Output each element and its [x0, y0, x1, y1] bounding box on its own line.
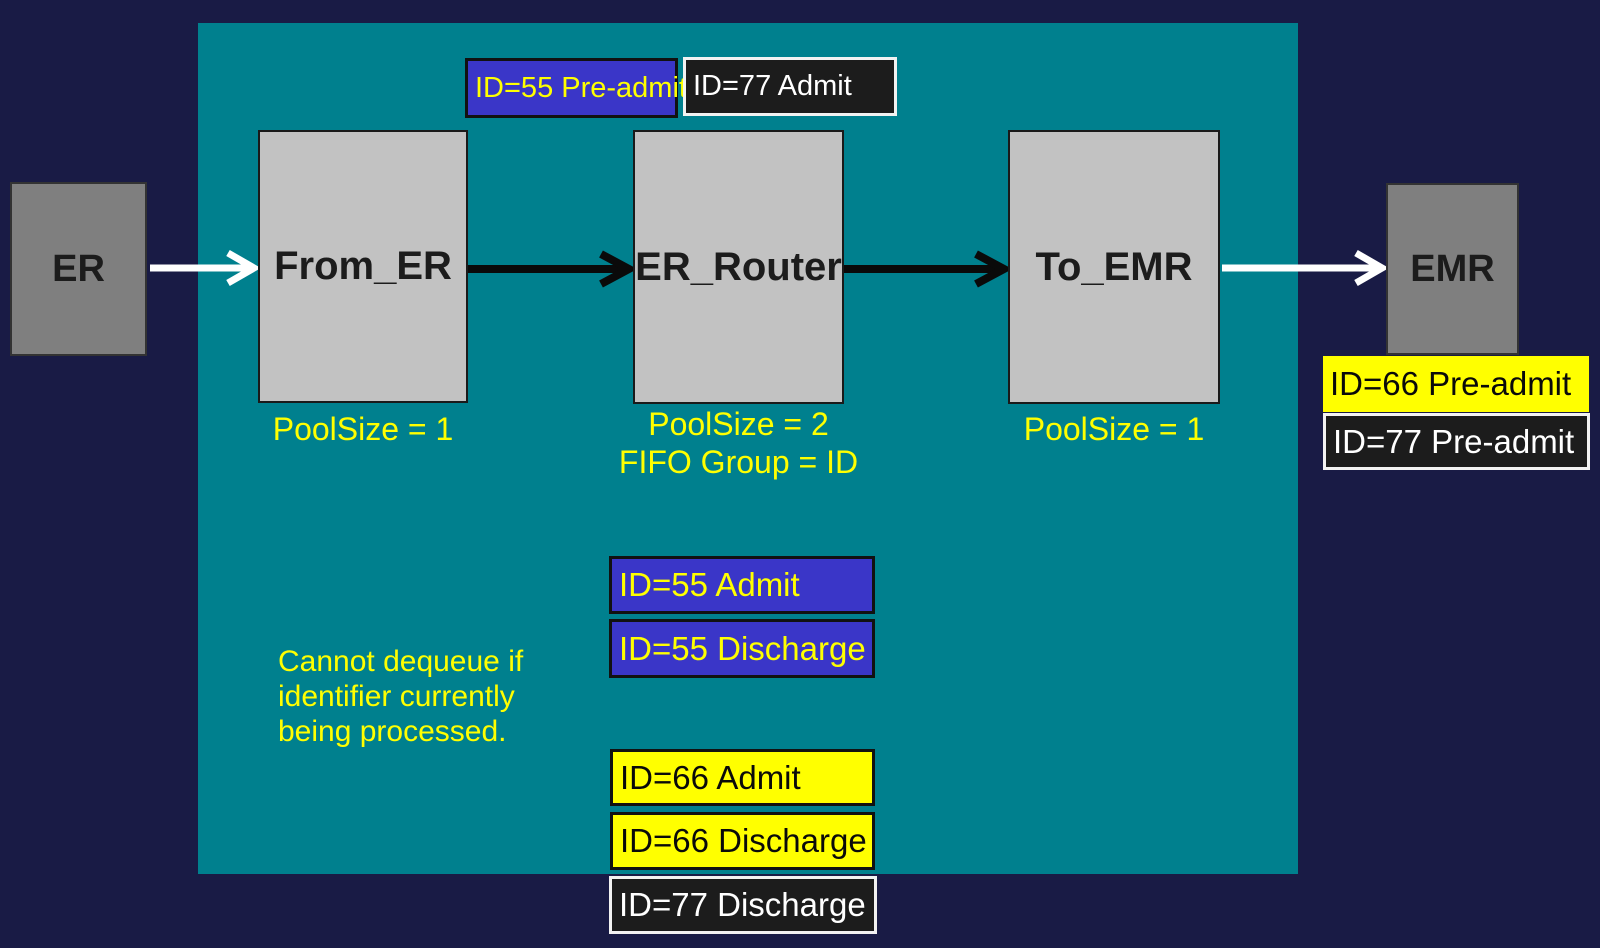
message-id66-preadmit: ID=66 Pre-admit	[1323, 356, 1589, 412]
message-id66-discharge: ID=66 Discharge	[610, 812, 875, 870]
message-id77-preadmit: ID=77 Pre-admit	[1323, 413, 1590, 470]
message-id77-admit: ID=77 Admit	[683, 57, 897, 116]
poolsize-fifo-label-er-router: PoolSize = 2 FIFO Group = ID	[575, 405, 902, 481]
node-er-label: ER	[52, 247, 105, 290]
message-id55-preadmit: ID=55 Pre-admit	[465, 58, 687, 118]
node-emr-label: EMR	[1410, 247, 1495, 290]
node-er-router: ER_Router	[633, 130, 844, 404]
fifo-group-label-er-router: FIFO Group = ID	[618, 444, 859, 480]
message-id66-admit: ID=66 Admit	[610, 749, 875, 806]
node-er-router-label: ER_Router	[635, 244, 842, 289]
node-to-emr: To_EMR	[1008, 130, 1220, 404]
dequeue-note: Cannot dequeue if identifier currently b…	[278, 645, 524, 748]
poolsize-label-to-emr: PoolSize = 1	[1023, 411, 1205, 447]
node-to-emr-label: To_EMR	[1035, 244, 1193, 289]
node-emr: EMR	[1386, 183, 1519, 355]
poolsize-label-er-router: PoolSize = 2	[648, 406, 829, 442]
node-er: ER	[10, 182, 147, 356]
poolsize-label-from-er: PoolSize = 1	[272, 411, 454, 447]
node-from-er-label: From_ER	[274, 244, 452, 288]
message-id77-discharge: ID=77 Discharge	[609, 876, 877, 934]
message-id55-discharge: ID=55 Discharge	[609, 619, 875, 678]
message-id55-admit: ID=55 Admit	[609, 556, 875, 614]
node-from-er: From_ER	[258, 130, 468, 403]
